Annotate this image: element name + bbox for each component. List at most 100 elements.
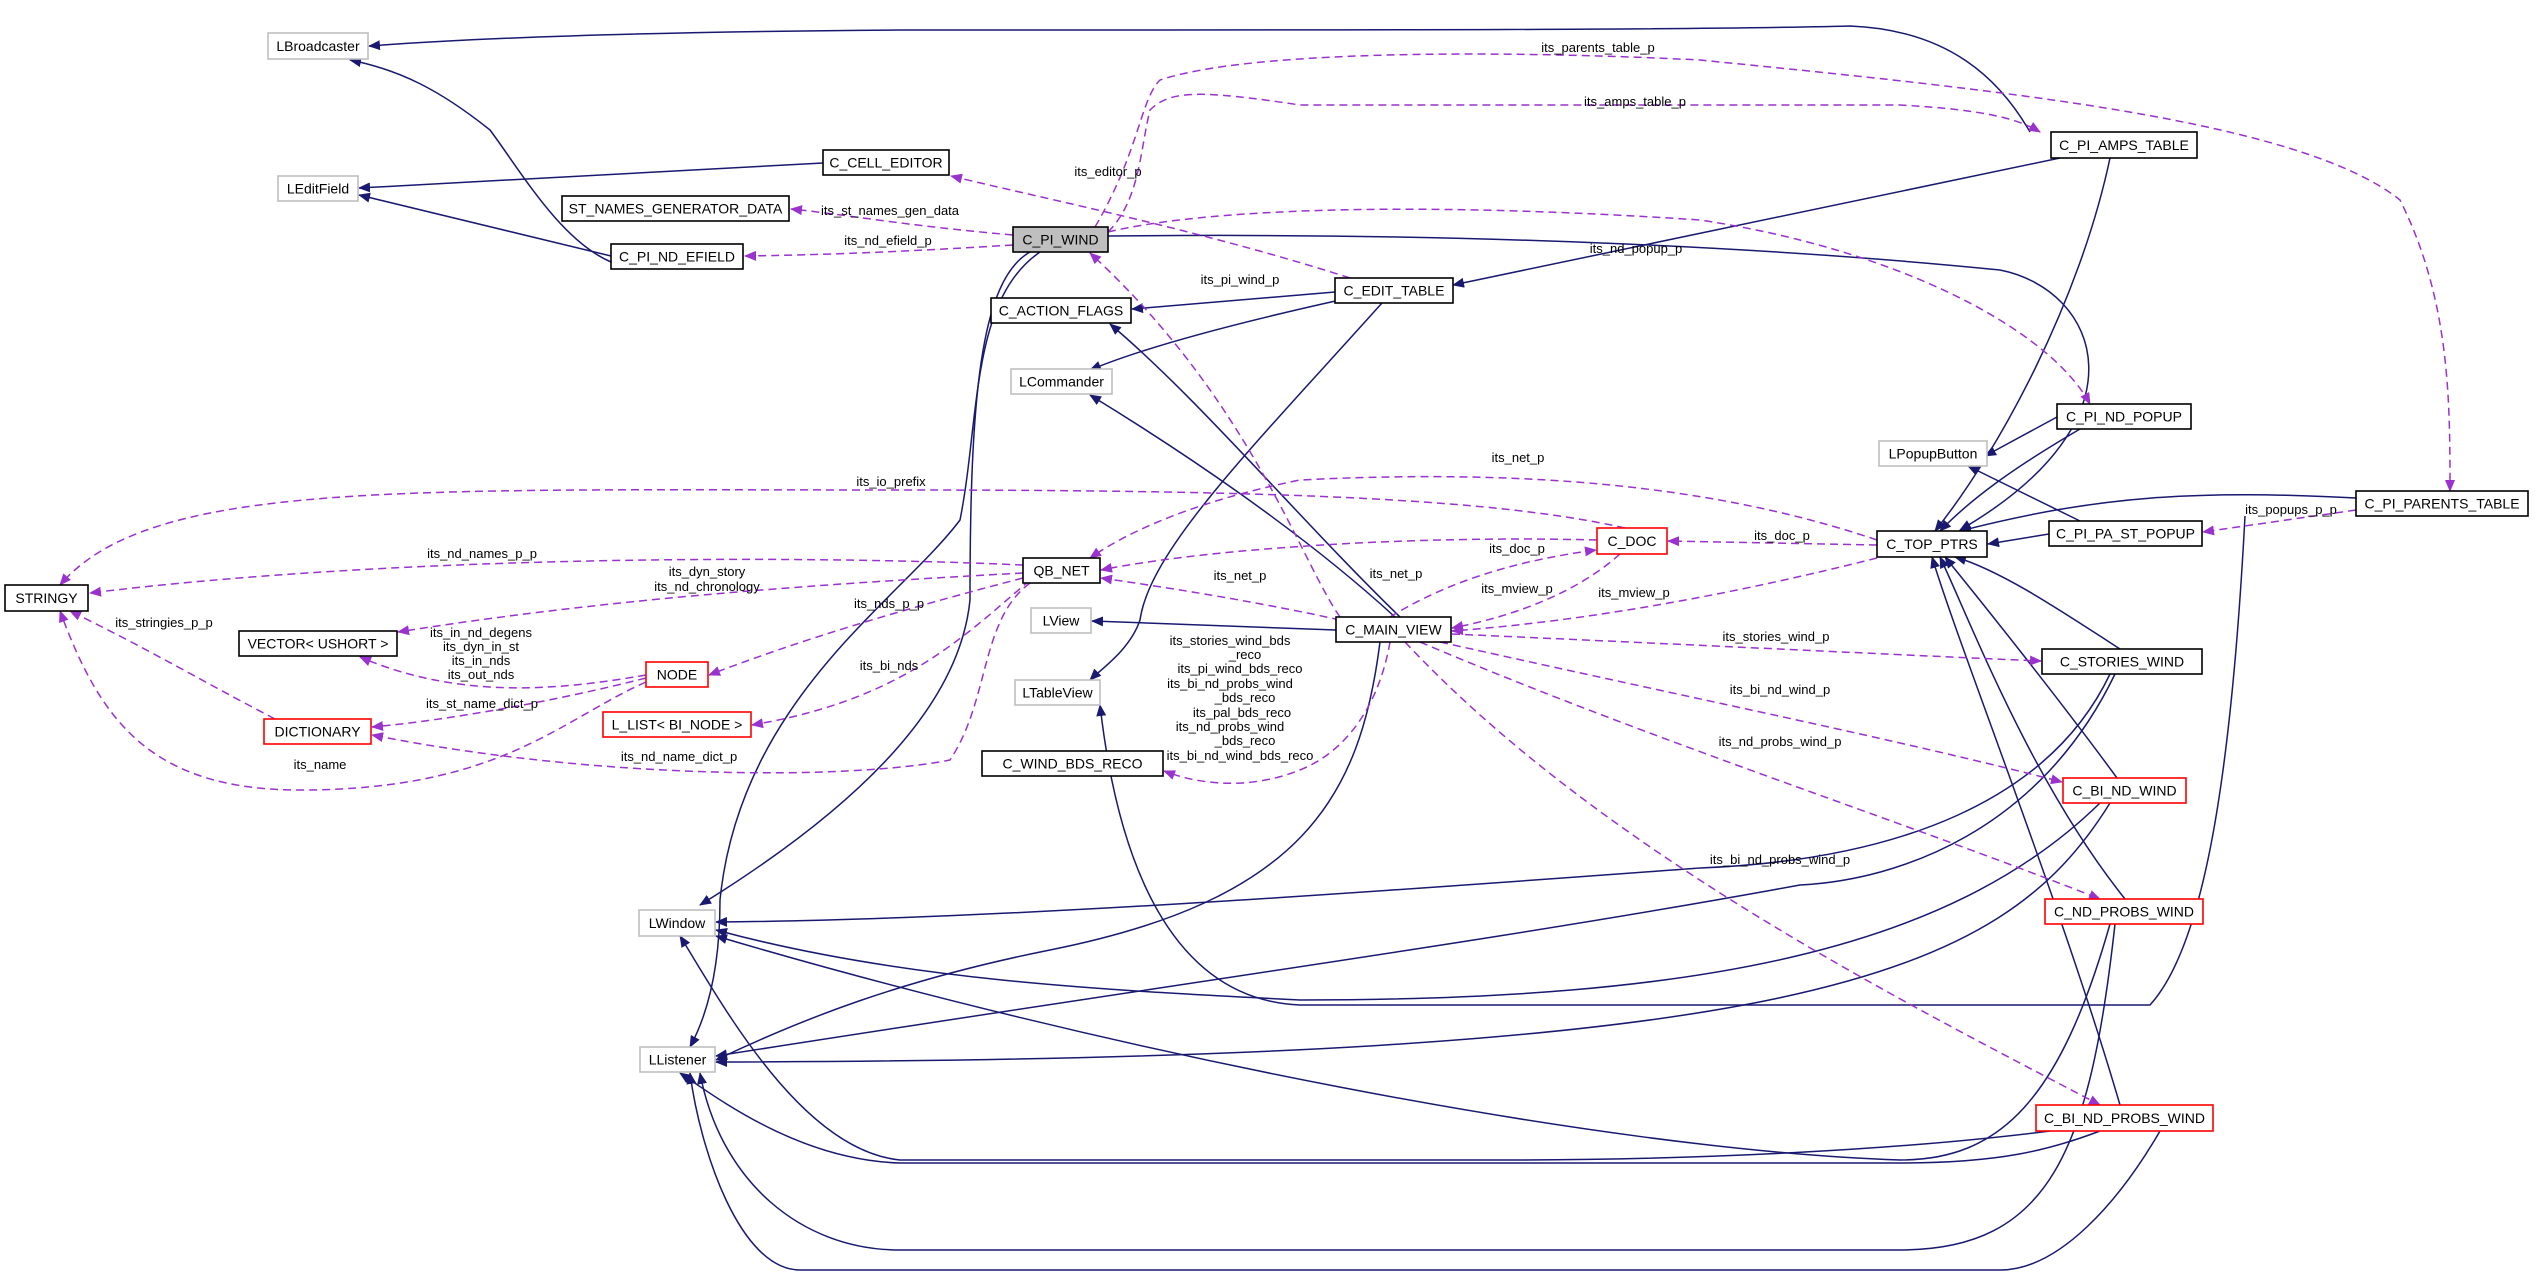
node-c-cell-editor[interactable]: C_CELL_EDITOR bbox=[822, 149, 950, 176]
edge-editor-usage bbox=[950, 173, 1351, 279]
node-label: C_ACTION_FLAGS bbox=[999, 303, 1123, 319]
node-box bbox=[1022, 557, 1101, 584]
edge-label-popups: its_popups_p_p bbox=[2245, 502, 2337, 517]
node-st-names-generator-data[interactable]: ST_NAMES_GENERATOR_DATA bbox=[561, 195, 790, 222]
edge-nd-probs-wind-usage bbox=[1419, 641, 2101, 900]
edge-label-parents-table: its_parents_table_p bbox=[1541, 40, 1654, 55]
node-leditfield[interactable]: LEditField bbox=[277, 175, 359, 202]
node-label: QB_NET bbox=[1033, 563, 1089, 579]
edge-label-pi-wind: its_pi_wind_p bbox=[1201, 272, 1280, 287]
node-label: C_PI_ND_POPUP bbox=[2066, 409, 2182, 425]
node-box bbox=[1876, 530, 1988, 558]
node-stringy[interactable]: STRINGY bbox=[4, 584, 89, 612]
node-c-pi-amps-table[interactable]: C_PI_AMPS_TABLE bbox=[2050, 131, 2198, 159]
node-lcommander[interactable]: LCommander bbox=[1010, 368, 1113, 395]
edge-doc-mv-usage bbox=[1389, 546, 1597, 618]
edge-net-doc-usage bbox=[1100, 538, 1598, 573]
node-label: C_DOC bbox=[1607, 533, 1656, 549]
edge-mview-doc-usage bbox=[1451, 553, 1621, 631]
node-label: LCommander bbox=[1019, 374, 1104, 390]
node-lbroadcaster[interactable]: LBroadcaster bbox=[267, 32, 369, 60]
node-box bbox=[981, 750, 1164, 777]
node-c-top-ptrs[interactable]: C_TOP_PTRS bbox=[1876, 530, 1988, 558]
edge-label-doc-top: its_doc_p bbox=[1754, 528, 1810, 543]
edge-efield-to-lbroadcaster bbox=[349, 57, 612, 263]
edge-label-bi-nd-wind: its_bi_nd_wind_p bbox=[1730, 682, 1830, 697]
edge-nd-probs-to-top-ptrs bbox=[1939, 556, 2126, 900]
node-box bbox=[2062, 777, 2187, 804]
node-box bbox=[990, 297, 1132, 324]
edge-label-editor: its_editor_p bbox=[1074, 164, 1141, 179]
node-lview[interactable]: LView bbox=[1030, 607, 1092, 634]
node-c-bi-nd-wind[interactable]: C_BI_ND_WIND bbox=[2062, 777, 2187, 804]
edge-bi-nd-wind-to-top-ptrs bbox=[1944, 556, 2118, 779]
edge-stories-to-top-ptrs bbox=[1954, 555, 2121, 650]
edge-dyn-story-usage bbox=[397, 572, 1024, 636]
node-c-doc[interactable]: C_DOC bbox=[1596, 527, 1668, 555]
node-label: C_MAIN_VIEW bbox=[1345, 622, 1442, 638]
node-box bbox=[1334, 277, 1454, 304]
node-llistener[interactable]: LListener bbox=[639, 1046, 716, 1073]
edge-label-in-nds: its_in_nds bbox=[452, 653, 511, 668]
node-box bbox=[822, 149, 950, 176]
edge-st-name-dict-usage bbox=[371, 677, 647, 731]
node-box bbox=[267, 32, 369, 60]
edge-label-stringies: its_stringies_p_p bbox=[115, 615, 213, 630]
node-box bbox=[602, 711, 752, 738]
node-c-pi-parents-table[interactable]: C_PI_PARENTS_TABLE bbox=[2355, 490, 2529, 517]
node-label: C_CELL_EDITOR bbox=[829, 155, 942, 171]
node-c-pi-nd-popup[interactable]: C_PI_ND_POPUP bbox=[2056, 403, 2192, 430]
edge-io-prefix-usage bbox=[59, 488, 1626, 586]
node-c-wind-bds-reco[interactable]: C_WIND_BDS_RECO bbox=[981, 750, 1164, 777]
edge-pi-wind-usage bbox=[1089, 252, 1341, 618]
node-lpopupbutton[interactable]: LPopupButton bbox=[1878, 440, 1988, 467]
node-node[interactable]: NODE bbox=[645, 661, 709, 688]
edge-efield-to-leditfield bbox=[358, 192, 612, 257]
node-box bbox=[645, 661, 709, 688]
node-lwindow[interactable]: LWindow bbox=[638, 909, 716, 937]
node-label: C_BI_ND_WIND bbox=[2072, 783, 2176, 799]
edge-parents-table-to-top-ptrs bbox=[1959, 493, 2357, 534]
edge-label-dyn-in-st: its_dyn_in_st bbox=[443, 639, 519, 654]
node-c-main-view[interactable]: C_MAIN_VIEW bbox=[1335, 616, 1452, 643]
edge-mainview-to-lview bbox=[1091, 616, 1337, 631]
node-c-bi-nd-probs-wind[interactable]: C_BI_ND_PROBS_WIND bbox=[2035, 1104, 2214, 1132]
node-label: NODE bbox=[657, 667, 697, 683]
edge-label-bds-reco-line: its_stories_wind_bds bbox=[1170, 633, 1291, 648]
edge-label-amps-table: its_amps_table_p bbox=[1584, 94, 1686, 109]
edge-doc-top-usage bbox=[1667, 536, 1878, 547]
node-vector-ushort[interactable]: VECTOR< USHORT > bbox=[238, 630, 398, 657]
edge-mview-top-usage bbox=[1451, 557, 1878, 636]
edge-bi-nd-probs-to-top-ptrs bbox=[1930, 556, 2121, 1106]
edge-bds-reco-usage bbox=[1163, 641, 1391, 784]
edge-bi-nd-probs-to-llistener bbox=[679, 1072, 2101, 1164]
edge-label-bds-reco-line: its_bi_nd_probs_wind bbox=[1167, 676, 1293, 691]
edge-bi-nd-wind-usage bbox=[1439, 641, 2063, 785]
node-label: C_EDIT_TABLE bbox=[1344, 283, 1445, 299]
node-c-edit-table[interactable]: C_EDIT_TABLE bbox=[1334, 277, 1454, 304]
edge-label-nd-name-dict: its_nd_name_dict_p bbox=[621, 749, 737, 764]
edge-label-net-mv: its_net_p bbox=[1214, 568, 1267, 583]
node-box bbox=[2041, 648, 2203, 675]
node-l-list-bi-node[interactable]: L_LIST< BI_NODE > bbox=[602, 711, 752, 738]
edge-label-net-doc: its_net_p bbox=[1370, 566, 1423, 581]
node-c-pi-pa-st-popup[interactable]: C_PI_PA_ST_POPUP bbox=[2048, 520, 2203, 547]
edge-net-top-usage bbox=[1089, 475, 1878, 559]
edge-label-bds-reco-line: _reco bbox=[1228, 647, 1262, 662]
node-label: C_PI_WIND bbox=[1022, 232, 1098, 248]
edge-edit-table-to-action-flags bbox=[1131, 291, 1336, 314]
node-c-pi-nd-efield[interactable]: C_PI_ND_EFIELD bbox=[610, 243, 744, 270]
node-dictionary[interactable]: DICTIONARY bbox=[263, 718, 372, 745]
node-qb-net[interactable]: QB_NET bbox=[1022, 557, 1101, 584]
node-c-pi-wind[interactable]: C_PI_WIND bbox=[1012, 226, 1109, 253]
node-c-action-flags[interactable]: C_ACTION_FLAGS bbox=[990, 297, 1132, 324]
node-ltableview[interactable]: LTableView bbox=[1014, 679, 1101, 706]
edge-mainview-to-action-flags bbox=[1109, 323, 1401, 618]
edge-label-bds-reco-line: its_pi_wind_bds_reco bbox=[1177, 661, 1302, 676]
edge-bi-nd-wind-to-llistener bbox=[715, 802, 2111, 1067]
edge-nd-probs-to-llistener2 bbox=[697, 923, 2116, 1251]
node-label: STRINGY bbox=[15, 590, 78, 606]
node-c-stories-wind[interactable]: C_STORIES_WIND bbox=[2041, 648, 2203, 675]
node-c-nd-probs-wind[interactable]: C_ND_PROBS_WIND bbox=[2044, 898, 2204, 925]
